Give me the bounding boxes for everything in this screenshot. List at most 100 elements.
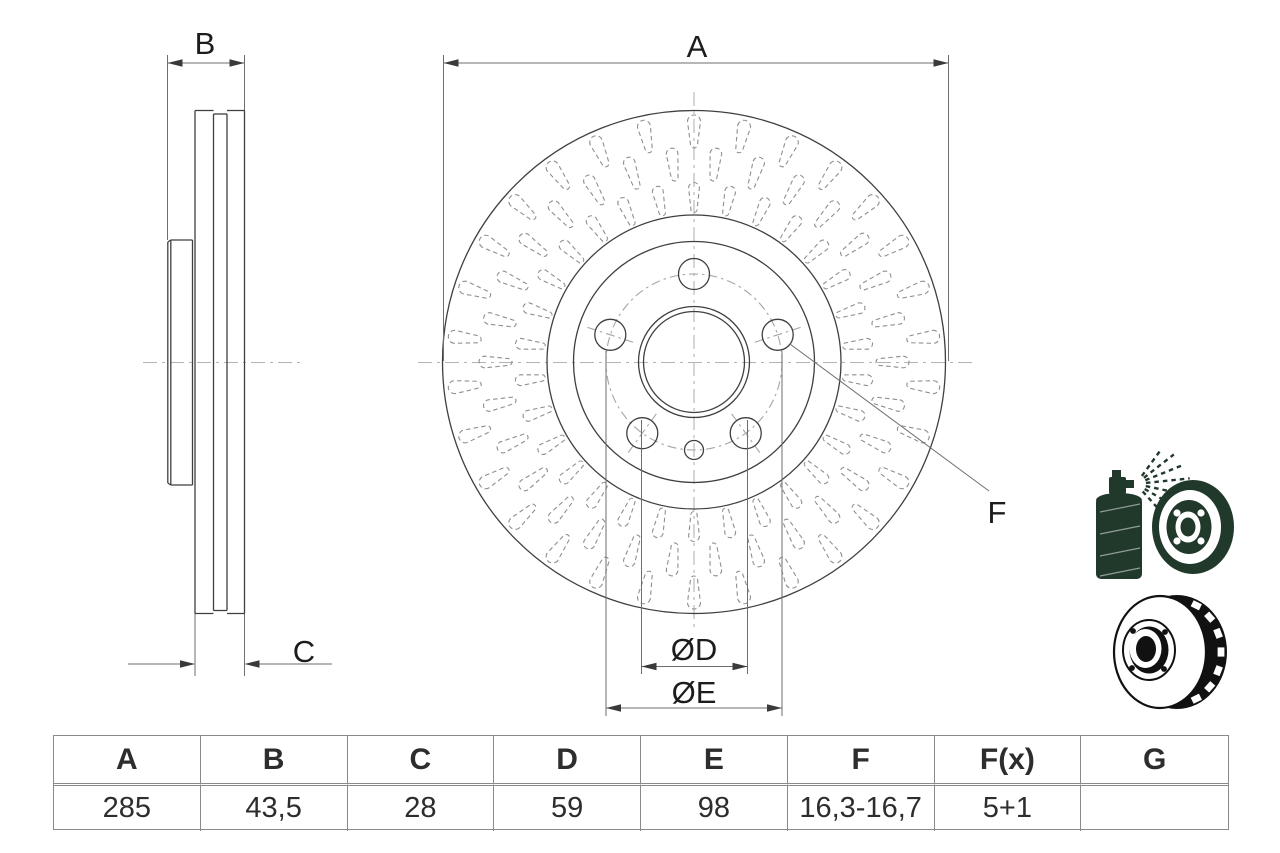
spec-header-f: F [787, 736, 935, 786]
vent-slot [651, 507, 666, 539]
vent-slot [522, 405, 553, 422]
hub-bore [1136, 636, 1156, 662]
vent-slot [878, 234, 910, 258]
vent-slot [851, 503, 880, 530]
spray-can-jet [1124, 480, 1134, 488]
spec-header-b: B [200, 736, 348, 786]
vent-slot [478, 466, 510, 490]
vent-slot [547, 200, 574, 229]
spec-value-e: 98 [641, 786, 788, 831]
can-texture-line [1099, 567, 1141, 577]
vent-slot [623, 156, 641, 190]
vent-slot [782, 174, 805, 206]
vent-slot [589, 135, 610, 168]
dimension-arrowhead [244, 660, 260, 668]
vent-slot [522, 302, 553, 319]
vent-slot [906, 329, 941, 344]
vent-slot [496, 433, 529, 454]
vent-channel-slot [1190, 600, 1202, 611]
vent-slot [545, 160, 571, 191]
locating-pin-hole [683, 439, 705, 461]
hub-bolt-hole [1161, 666, 1167, 672]
vent-slot [822, 269, 851, 290]
vent-slot [875, 355, 910, 369]
vent-slot [583, 518, 606, 550]
vent-slot [896, 280, 930, 299]
spray-mist-dash [1143, 453, 1175, 479]
icon-disc-bolt-hole [1173, 509, 1181, 517]
vent-slot [851, 194, 880, 221]
vent-slot [814, 495, 841, 524]
vent-slot [518, 232, 548, 257]
vent-slot [840, 467, 870, 492]
vent-slot [585, 481, 608, 509]
disc-geometry [167, 109, 947, 615]
spray-can-cap [1109, 477, 1126, 494]
disc-circle [441, 109, 947, 615]
vent-slot [458, 280, 492, 299]
dimension-arrowhead [606, 704, 621, 712]
dimension-arrowhead [167, 59, 183, 67]
disc-circle [642, 310, 746, 414]
vented-disc-icon [1112, 594, 1227, 710]
bolt-hole-centerline [627, 413, 657, 453]
vent-slot [514, 337, 546, 350]
spec-value-a: 285 [54, 786, 201, 831]
vent-slot [835, 302, 866, 319]
vent-slot [906, 380, 941, 395]
dimension-lines [128, 55, 990, 716]
vent-slot [822, 434, 851, 455]
bolt-hole [594, 318, 627, 351]
vent-slot [709, 147, 723, 182]
hub-bolt-hole [1162, 629, 1168, 635]
vent-slot [547, 495, 574, 524]
vent-slot [871, 396, 905, 412]
vent-slot [508, 194, 537, 221]
vent-slot [835, 405, 866, 422]
icon-disc-bolt-hole [1197, 509, 1205, 517]
dim-label-c: C [293, 634, 315, 669]
vent-slot [803, 460, 830, 485]
spray-coating-icon [1096, 449, 1234, 579]
spec-value-fx: 5+1 [935, 786, 1082, 831]
vent-slot [478, 234, 510, 258]
vent-slot [747, 156, 765, 190]
vent-slot [752, 497, 771, 527]
spec-header-g: G [1081, 736, 1228, 786]
vent-channel-slot [1213, 665, 1223, 677]
vent-slot [686, 575, 702, 610]
vent-slot [778, 135, 799, 168]
hub-bolt-hole [1129, 665, 1135, 671]
spec-header-a: A [54, 736, 201, 786]
vent-slot [871, 312, 905, 328]
spray-can-nozzle [1112, 470, 1121, 478]
vent-slot [617, 497, 636, 527]
vent-slot [483, 312, 517, 328]
spec-value-b: 43,5 [201, 786, 348, 831]
hub-bolt-hole [1130, 628, 1136, 634]
vent-slot [859, 270, 892, 291]
dim-label-oe: ØE [672, 675, 717, 710]
vent-slot [780, 215, 803, 243]
vent-slot [545, 533, 571, 564]
vent-slot [842, 374, 874, 387]
dimension-arrowhead [229, 59, 245, 67]
spray-can-shoulder [1096, 493, 1142, 507]
vent-slot [752, 197, 771, 227]
vent-slot [688, 511, 700, 542]
spec-header-e: E [641, 736, 788, 786]
vent-slot [817, 160, 843, 191]
technical-drawing-canvas: A B C ØD ØE F [128, 26, 1234, 716]
can-texture-line [1099, 525, 1141, 535]
bolt-hole [677, 257, 711, 291]
vent-slot [447, 380, 482, 395]
spray-mist-dash [1145, 477, 1190, 485]
vent-channel-slot [1190, 693, 1202, 704]
spec-value-g [1081, 786, 1228, 831]
spec-value-f: 16,3-16,7 [788, 786, 935, 831]
vent-slot [859, 433, 892, 454]
spec-header-c: C [347, 736, 495, 786]
vent-slot [842, 337, 874, 350]
vent-slot [636, 119, 653, 154]
centerlines [143, 92, 975, 628]
